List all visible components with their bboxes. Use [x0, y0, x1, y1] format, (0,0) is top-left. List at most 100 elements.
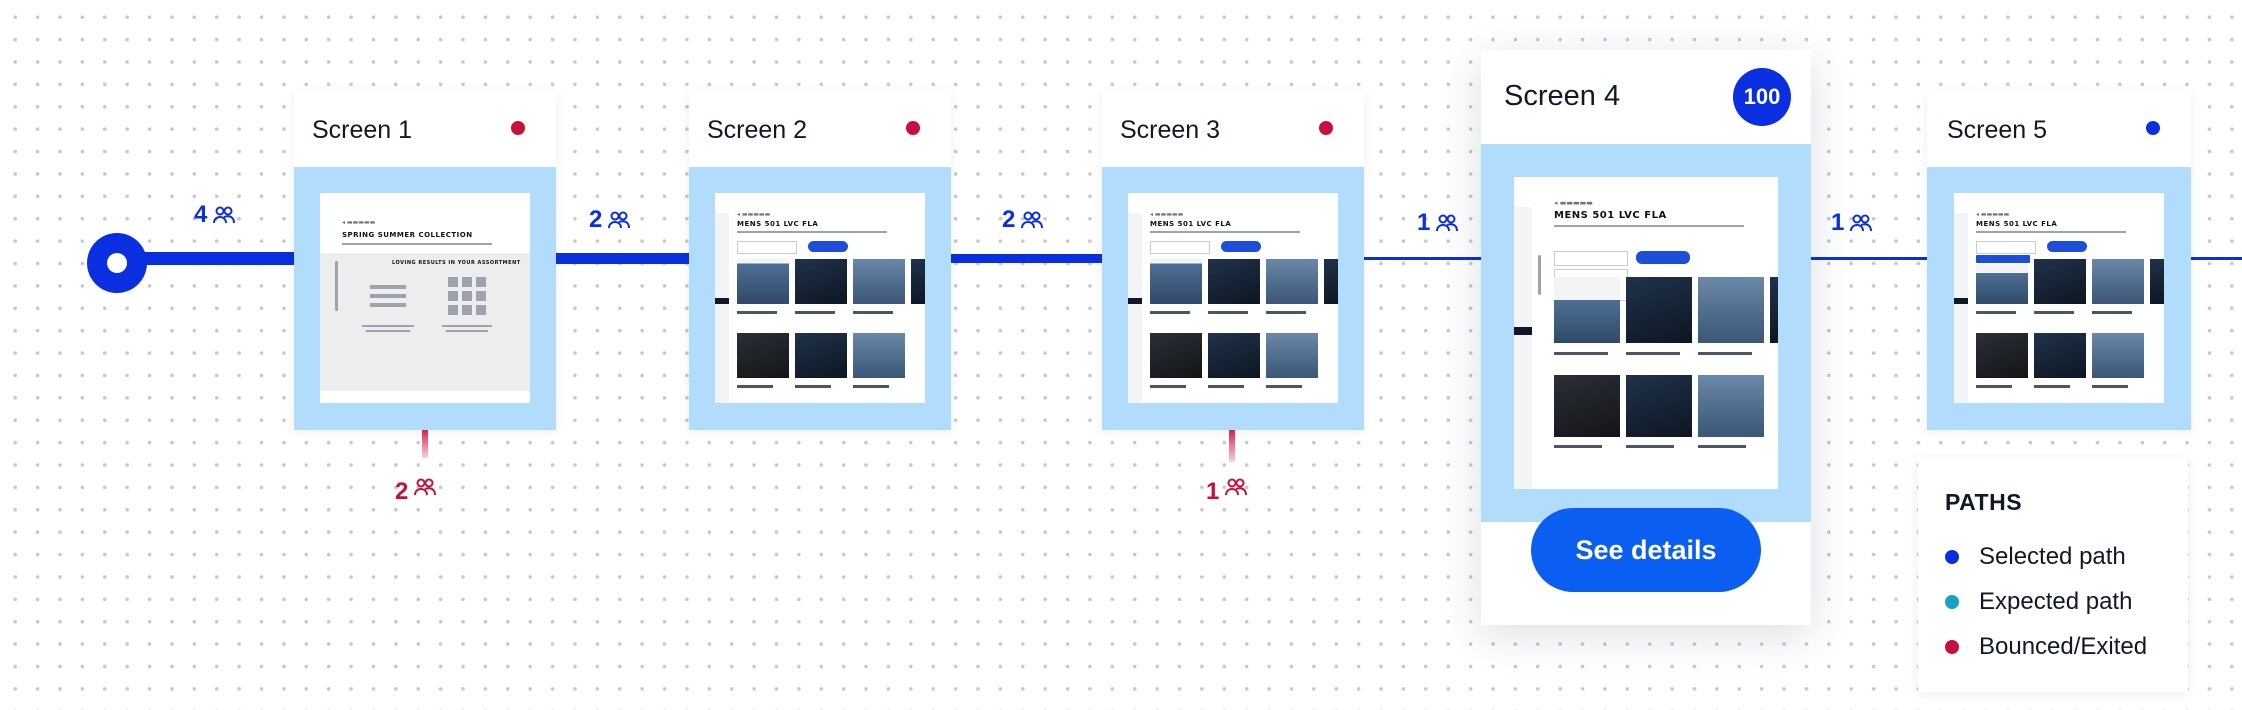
- start-node[interactable]: [87, 233, 147, 293]
- thumbnail-side-marker: [1128, 298, 1142, 304]
- product-tile: [1698, 277, 1764, 343]
- product-tile: [1150, 259, 1202, 304]
- product-tile: [1626, 277, 1692, 343]
- thumbnail-gray-band: [320, 253, 530, 391]
- product-label: [737, 311, 777, 314]
- product-tile: [1976, 333, 2028, 378]
- product-label: [2092, 385, 2128, 388]
- product-tile: [1266, 333, 1318, 378]
- thumbnail-scrollbar: [335, 261, 338, 311]
- thumbnail-side-marker: [1514, 327, 1532, 335]
- dropoff-count-value: 1: [1206, 478, 1220, 505]
- screen-card-2[interactable]: Screen 2 ◂ ▬▬▬▬▬ MENS 501 LVC FLA: [689, 90, 951, 430]
- thumbnail-breadcrumb: ◂ ▬▬▬▬▬: [1150, 211, 1184, 218]
- product-tile: [1554, 375, 1620, 437]
- edge-count-2[interactable]: 2: [589, 206, 631, 234]
- thumbnail-heading: SPRING SUMMER COLLECTION: [342, 231, 473, 239]
- thumbnail-filter-box: [737, 241, 797, 254]
- thumbnail-side-tab: [1954, 213, 1968, 403]
- thumbnail-side-marker: [1954, 298, 1968, 304]
- edge-count-4[interactable]: 1: [1417, 209, 1459, 237]
- screen-title: Screen 5: [1947, 116, 2048, 144]
- thumbnail-filter-box: [1554, 251, 1628, 266]
- product-tile: [737, 333, 789, 378]
- thumbnail-side-marker: [715, 298, 729, 304]
- legend-item-bounced: Bounced/Exited: [1945, 633, 2147, 661]
- product-label: [1554, 352, 1608, 355]
- legend-label: Selected path: [1979, 543, 2126, 570]
- legend-item-selected: Selected path: [1945, 543, 2126, 571]
- edge-count-value: 4: [194, 201, 208, 228]
- thumbnail-action-pill: [808, 241, 848, 252]
- dropoff-line-1: [422, 428, 428, 458]
- edge-count-1[interactable]: 4: [194, 201, 236, 229]
- people-icon: [1850, 214, 1873, 232]
- product-label: [1208, 311, 1248, 314]
- product-label: [1208, 385, 1244, 388]
- see-details-button[interactable]: See details: [1531, 508, 1761, 592]
- thumbnail-selected-option: [1976, 255, 2030, 263]
- path-line-4-5: [1811, 257, 1927, 260]
- product-tile: [2034, 259, 2086, 304]
- legend-label: Expected path: [1979, 588, 2133, 615]
- product-tile: [853, 333, 905, 378]
- product-label: [1150, 311, 1190, 314]
- thumbnail-heading: MENS 501 LVC FLA: [1554, 210, 1667, 221]
- path-line-5-end: [2191, 257, 2242, 260]
- screen-thumbnail: ◂ ▬▬▬▬▬ MENS 501 LVC FLA: [1954, 193, 2164, 403]
- screen-title: Screen 2: [707, 116, 808, 144]
- product-tile: [795, 333, 847, 378]
- thumbnail-breadcrumb: ◂ ▬▬▬▬▬: [342, 219, 376, 226]
- selected-status-dot: [2146, 121, 2160, 135]
- product-tile: [853, 259, 905, 304]
- product-tile: [911, 259, 925, 304]
- dropoff-line-3: [1229, 428, 1235, 462]
- product-tile: [795, 259, 847, 304]
- product-label: [737, 385, 773, 388]
- product-tile: [1208, 259, 1260, 304]
- dropoff-count-1[interactable]: 2: [395, 478, 437, 506]
- thumbnail-action-pill: [1221, 241, 1261, 252]
- product-tile: [1554, 277, 1620, 343]
- legend-label: Bounced/Exited: [1979, 633, 2148, 660]
- screen-thumbnail: ◂ ▬▬▬▬▬ SPRING SUMMER COLLECTION LOVING …: [320, 193, 530, 403]
- grid-layout-icon: [448, 277, 486, 315]
- thumbnail-caption: [362, 325, 414, 327]
- thumbnail-subtext: [1976, 231, 2126, 233]
- product-tile: [2092, 259, 2144, 304]
- selected-path-dot: [1945, 550, 1959, 564]
- product-label: [1626, 445, 1674, 448]
- edge-count-value: 1: [1417, 209, 1431, 236]
- product-label: [2034, 311, 2074, 314]
- screen-card-1[interactable]: Screen 1 ◂ ▬▬▬▬▬ SPRING SUMMER COLLECTIO…: [294, 90, 556, 430]
- people-icon: [1436, 214, 1459, 232]
- screen-card-3[interactable]: Screen 3 ◂ ▬▬▬▬▬ MENS 501 LVC FLA: [1102, 90, 1364, 430]
- product-label: [1698, 445, 1746, 448]
- thumbnail-filter-box: [1150, 241, 1210, 254]
- expected-path-dot: [1945, 595, 1959, 609]
- product-label: [1554, 445, 1602, 448]
- people-icon: [1225, 478, 1248, 496]
- thumbnail-subtext: [737, 231, 887, 233]
- screen-card-5[interactable]: Screen 5 ◂ ▬▬▬▬▬ MENS 501 LVC FLA: [1927, 90, 2191, 430]
- product-tile: [1770, 277, 1778, 343]
- product-tile: [2034, 333, 2086, 378]
- product-label: [1976, 385, 2012, 388]
- edge-count-value: 1: [1831, 209, 1845, 236]
- edge-count-5[interactable]: 1: [1831, 209, 1873, 237]
- thumbnail-heading: MENS 501 LVC FLA: [737, 220, 819, 228]
- screen-title: Screen 1: [312, 116, 413, 144]
- product-tile: [1266, 259, 1318, 304]
- screen-thumbnail-frame: ◂ ▬▬▬▬▬ MENS 501 LVC FLA: [1481, 144, 1811, 522]
- product-tile: [1698, 375, 1764, 437]
- product-tile: [1324, 259, 1338, 304]
- screen-title: Screen 4: [1504, 80, 1621, 112]
- product-label: [1266, 311, 1306, 314]
- product-label: [853, 311, 893, 314]
- bounced-path-dot: [1945, 640, 1959, 654]
- dropoff-count-3[interactable]: 1: [1206, 478, 1248, 506]
- thumbnail-side-tab: [715, 213, 729, 403]
- thumbnail-scrollbar: [1538, 255, 1541, 295]
- edge-count-3[interactable]: 2: [1002, 206, 1044, 234]
- thumbnail-subtext: [1150, 231, 1300, 233]
